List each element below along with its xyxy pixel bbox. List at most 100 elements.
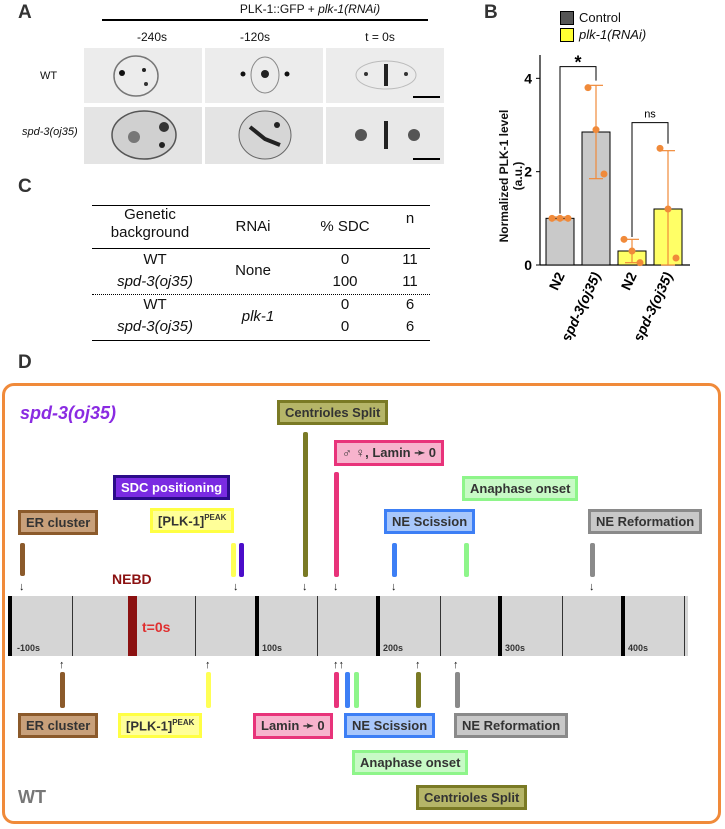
bottom-box-plk1-text: [PLK-1] (126, 718, 173, 734)
minor-tick-250 (440, 596, 441, 656)
sig-label-2: ns (644, 109, 656, 121)
bottom-arrow-plk1-icon: ↑ (205, 659, 211, 671)
td-bg-1-text: spd-3(oj35) (117, 273, 193, 290)
top-arrow-er-icon: ↓ (19, 581, 25, 593)
top-box-plk1-sup: PEAK (204, 513, 227, 522)
td-bg-0: WT (143, 251, 167, 268)
table-header-rule (92, 248, 430, 249)
point-0-1-0 (584, 84, 592, 92)
bottom-bar-nescission (345, 672, 350, 708)
tick-label-100: 100s (262, 643, 283, 653)
tick-label-300: 300s (505, 643, 526, 653)
bar-0-0 (545, 217, 575, 266)
point-1-1-2 (672, 254, 680, 262)
time-label-120: -120s (239, 30, 271, 44)
top-box-sdc-positioning: SDC positioning (113, 475, 231, 500)
td-n-3: 6 (405, 318, 415, 335)
top-bar-er (20, 543, 25, 576)
y-tick-label-4: 4 (524, 70, 532, 86)
top-bar-split (303, 432, 308, 577)
td-sdc-3: 0 (340, 318, 350, 335)
bottom-box-ne-scission: NE Scission (344, 713, 436, 738)
nebd-label: NEBD (112, 571, 152, 587)
sig-bracket-1 (559, 66, 597, 214)
minor-tick-350 (562, 596, 563, 656)
th-background: Genetic background (110, 206, 190, 241)
micrograph-spd3-120 (205, 107, 323, 164)
th-rnai: RNAi (235, 218, 271, 235)
bottom-arrow-split-icon: ↑ (415, 659, 421, 671)
th-sdc: % SDC (320, 218, 370, 235)
bottom-box-plk1-peak: [PLK-1]PEAK (118, 713, 203, 739)
point-1-0-0 (620, 235, 628, 243)
bottom-bar-lamin (334, 672, 339, 708)
top-box-lamin: ♂ ♀, Lamin ➛ 0 (334, 440, 444, 466)
legend: Control plk-1(RNAi) (560, 10, 646, 42)
panel-d-label: D (18, 352, 32, 373)
row-label-spd3-text: spd-3(oj35) (22, 126, 78, 138)
panel-a-label: A (18, 2, 32, 23)
time-label-240: -240s (136, 30, 168, 44)
td-rnai-plk1-text: plk-1 (241, 308, 275, 325)
td-rnai-none: None (235, 262, 271, 279)
top-arrow-split-icon: ↓ (302, 581, 308, 593)
t0-label: t=0s (142, 619, 171, 635)
bottom-bar-er (60, 672, 65, 708)
major-tick-100 (255, 596, 259, 656)
td-bg-2: WT (143, 296, 167, 313)
bottom-box-centrioles-split: Centrioles Split (416, 785, 528, 810)
tick-label-minus100: -100s (17, 643, 41, 653)
bottom-bar-anaphase (354, 672, 359, 708)
top-bar-lamin (334, 472, 339, 577)
panel-c-label: C (18, 176, 32, 197)
legend-label-control: Control (579, 10, 621, 25)
tick-label-200: 200s (383, 643, 404, 653)
timeline-track (8, 596, 688, 656)
bottom-box-anaphase-onset: Anaphase onset (352, 750, 469, 775)
table-bottom-rule (92, 340, 430, 341)
bottom-bar-nereform (455, 672, 460, 708)
top-arrow-plk1-icon: ↓ (233, 581, 239, 593)
micrograph-spd3-0 (326, 107, 444, 164)
minor-tick-150 (317, 596, 318, 656)
major-tick-300 (498, 596, 502, 656)
legend-item-control: Control (560, 10, 646, 25)
minor-tick-450 (684, 596, 685, 656)
legend-swatch-control (560, 10, 574, 25)
point-1-1-1 (664, 205, 672, 213)
point-0-0-1 (556, 214, 564, 222)
table-dotted-rule (92, 294, 430, 295)
top-box-centrioles-split: Centrioles Split (277, 400, 389, 425)
major-tick-minus150 (8, 596, 12, 656)
timeline-frame (2, 383, 721, 824)
scale-bar-wt (413, 96, 440, 98)
minor-tick-50 (195, 596, 196, 656)
strain-label: spd-3(oj35) (20, 403, 117, 423)
nebd-bar (128, 596, 137, 656)
legend-item-rnai: plk-1(RNAi) (560, 27, 646, 42)
bottom-box-er-cluster: ER cluster (18, 713, 99, 738)
y-tick-label-2: 2 (524, 164, 532, 180)
point-1-0-2 (636, 259, 644, 267)
point-0-1-1 (592, 126, 600, 134)
micrograph-spd3-240 (84, 107, 202, 164)
top-box-anaphase-onset: Anaphase onset (462, 476, 579, 501)
sig-label-1: * (574, 53, 581, 73)
td-rnai-plk1: plk-1 (228, 308, 288, 325)
point-1-1-0 (656, 144, 664, 152)
wt-label: WT (18, 787, 46, 807)
panel-a-header-text: PLK-1::GFP + (239, 2, 319, 16)
major-tick-200 (376, 596, 380, 656)
top-box-er-cluster: ER cluster (18, 510, 99, 535)
bottom-box-plk1-sup: PEAK (172, 718, 195, 727)
td-bg-1: spd-3(oj35) (95, 273, 215, 290)
top-bar-nereform (590, 543, 595, 577)
bottom-bar-plk1 (206, 672, 211, 708)
top-bar-plk1 (231, 543, 236, 577)
panel-a-header: PLK-1::GFP + plk-1(RNAi) (160, 2, 460, 16)
td-sdc-0: 0 (340, 251, 350, 268)
panel-b-label: B (484, 2, 498, 23)
top-box-ne-scission: NE Scission (384, 509, 476, 534)
legend-label-rnai: plk-1(RNAi) (579, 27, 647, 42)
